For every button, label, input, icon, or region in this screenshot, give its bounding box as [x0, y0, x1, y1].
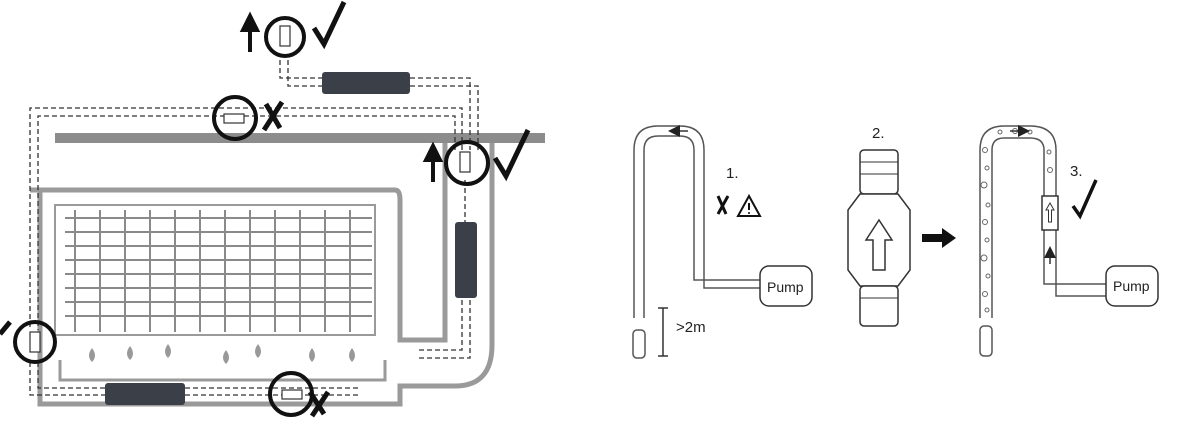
check-valve-small [29, 25, 471, 400]
valve-bottom-connector [859, 285, 899, 327]
heat-pump-unit-bottom [105, 383, 185, 405]
flame-icons [89, 344, 355, 364]
pool-basin-outline [37, 143, 495, 407]
check-mark-top [311, 0, 347, 50]
height-indicator [658, 307, 668, 357]
spa-outline [29, 143, 448, 343]
check-mark-right [492, 128, 531, 182]
check-mark-step3 [1071, 179, 1098, 220]
hose-incorrect [633, 125, 760, 318]
cross-mark-bottom [307, 390, 331, 418]
heat-pump-unit-top [322, 72, 410, 94]
step2-check-valve: 2. [847, 125, 911, 327]
tray-outline [58, 360, 387, 382]
pool-coping [55, 133, 545, 143]
installed-valve [1041, 195, 1059, 231]
valve-flow-arrow-icon [864, 218, 894, 271]
dashed-pipes [29, 60, 479, 396]
height-label: >2m [676, 319, 706, 336]
heater-grid [65, 210, 372, 332]
step1-incorrect: >2m 1. Pump [632, 125, 813, 359]
step3-label: 3. [1070, 163, 1083, 180]
check-mark-left [0, 320, 12, 336]
step2-label: 2. [872, 125, 885, 142]
heater-grid-frame [54, 204, 376, 336]
valve-top-connector [859, 149, 899, 195]
cross-mark-step1 [716, 195, 730, 215]
air-bubbles [980, 128, 1053, 313]
next-arrow-icon [922, 228, 956, 248]
pump-label-left: Pump [767, 279, 804, 295]
pump-box-right [1105, 265, 1159, 307]
hose-correct [979, 125, 1106, 318]
hose-end-piece-right [979, 325, 993, 357]
heat-pump-unit-side [455, 222, 477, 298]
step1-label: 1. [726, 165, 739, 182]
hose-end-piece [632, 329, 646, 359]
step3-correct: 3. Pump [979, 125, 1159, 357]
pump-box-left [759, 265, 813, 307]
pump-label-right: Pump [1113, 278, 1150, 294]
valve-highlight-circles [13, 16, 490, 417]
flow-direction-arrows [239, 11, 444, 182]
warning-icon [736, 193, 762, 217]
pool-layout [0, 0, 545, 418]
cross-mark-mid [261, 100, 285, 132]
